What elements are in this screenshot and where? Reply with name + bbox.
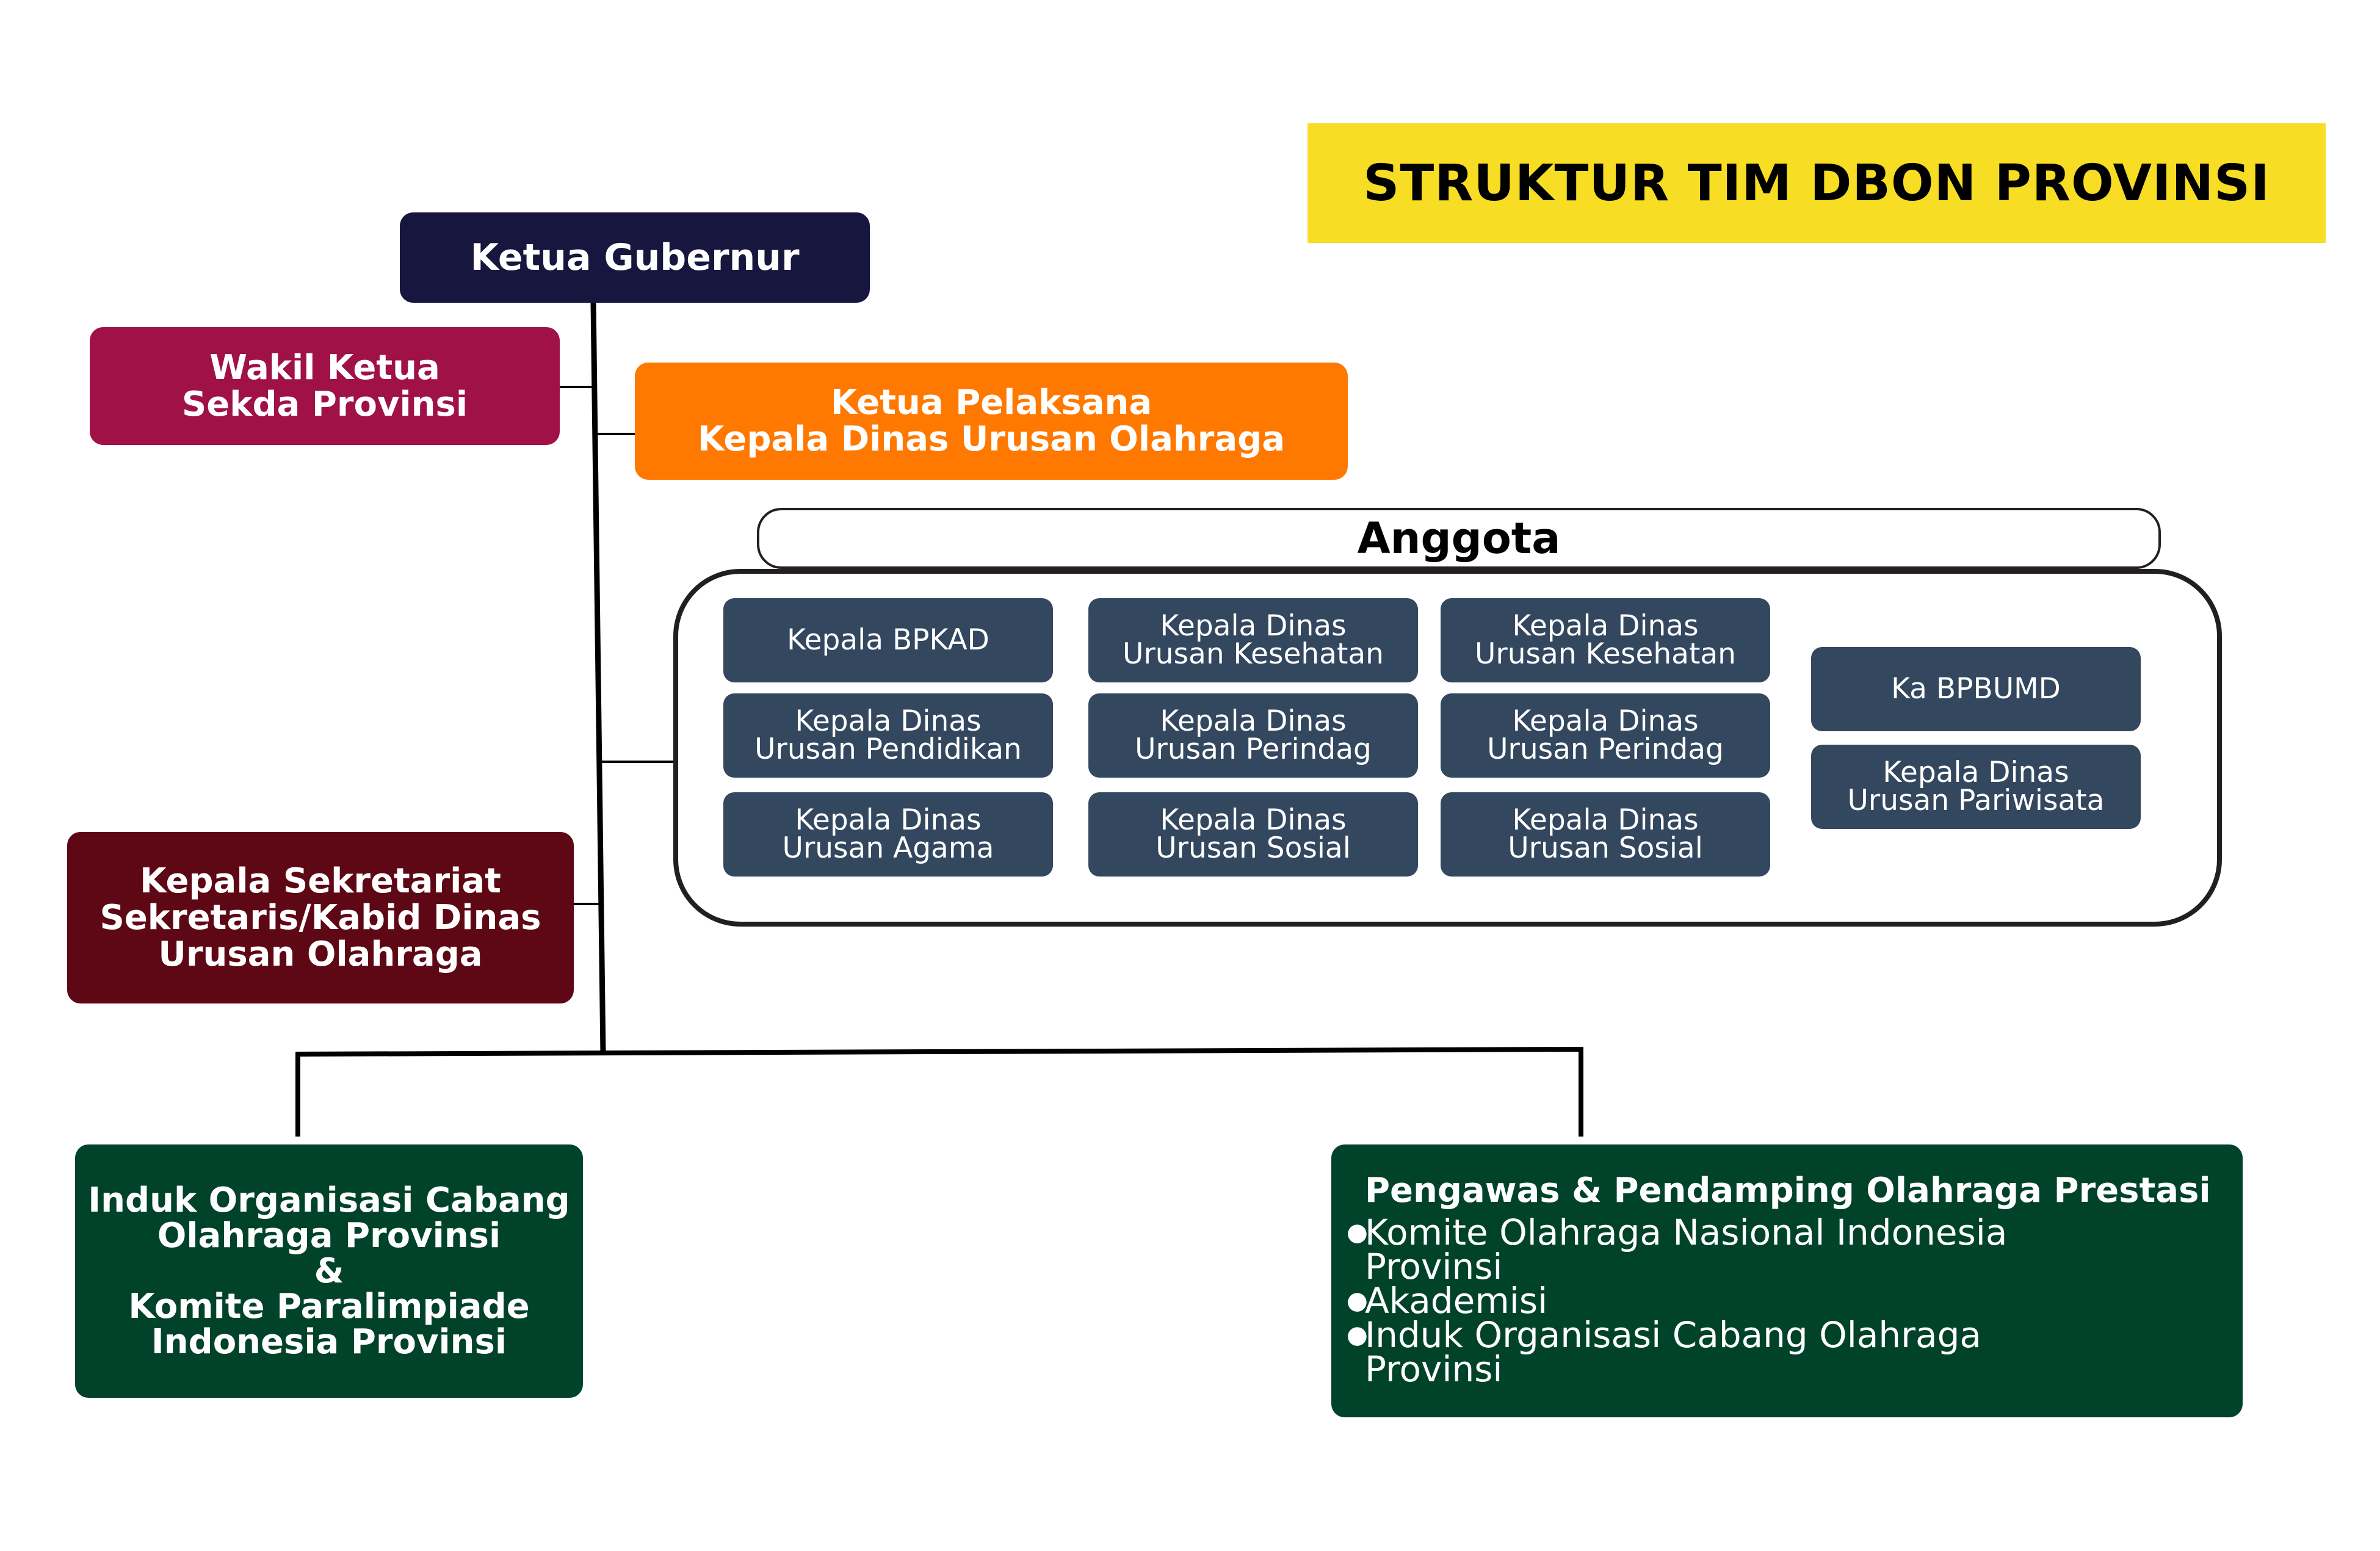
induk-line-5: Indonesia Provinsi	[151, 1321, 507, 1362]
wakil-line-2: Sekda Provinsi	[181, 384, 468, 424]
member-line-2: Urusan Kesehatan	[1123, 637, 1384, 671]
page-title: STRUKTUR TIM DBON PROVINSI	[1363, 154, 2270, 212]
member-line-2: Urusan Agama	[782, 831, 994, 865]
member-box: Kepala Dinas Urusan Perindag	[1088, 693, 1418, 778]
member-line-2: Urusan Sosial	[1156, 831, 1351, 865]
pelaksana-line-2: Kepala Dinas Urusan Olahraga	[697, 419, 1286, 459]
sekretariat-line-2: Sekretaris/Kabid Dinas	[99, 897, 541, 938]
pengawas-heading: Pengawas & Pendamping Olahraga Prestasi	[1365, 1171, 2211, 1210]
member-line-1: Kepala Dinas	[1160, 704, 1347, 738]
sekretariat-line-1: Kepala Sekretariat	[140, 861, 501, 901]
member-box: Kepala Dinas Urusan Pariwisata	[1811, 745, 2141, 829]
member-line-1: Ka BPBUMD	[1891, 672, 2061, 706]
member-box: Ka BPBUMD	[1811, 647, 2141, 731]
pengawas-box: Pengawas & Pendamping Olahraga Prestasi …	[1331, 1144, 2243, 1417]
bullet-icon: ●	[1347, 1321, 1368, 1349]
induk-line-1: Induk Organisasi Cabang	[88, 1180, 570, 1220]
title-banner: STRUKTUR TIM DBON PROVINSI	[1308, 123, 2326, 243]
member-line-2: Urusan Pendidikan	[754, 732, 1022, 766]
member-box: Kepala BPKAD	[723, 598, 1053, 682]
member-line-1: Kepala Dinas	[1512, 803, 1699, 837]
member-box: Kepala Dinas Urusan Agama	[723, 792, 1053, 877]
sekretariat-line-3: Urusan Olahraga	[158, 934, 483, 974]
main-trunk-line	[590, 302, 606, 1054]
member-line-1: Kepala Dinas	[1512, 704, 1699, 738]
member-line-1: Kepala BPKAD	[787, 623, 989, 657]
member-line-2: Urusan Perindag	[1135, 732, 1372, 766]
member-line-1: Kepala Dinas	[1883, 756, 2069, 789]
induk-line-4: Komite Paralimpiade	[128, 1286, 530, 1326]
ketua-gubernur-box: Ketua Gubernur	[400, 212, 870, 303]
wakil-line-1: Wakil Ketua	[209, 347, 440, 388]
bullet-icon: ●	[1347, 1218, 1368, 1246]
member-box: Kepala Dinas Urusan Kesehatan	[1441, 598, 1770, 682]
member-line-2: Urusan Sosial	[1508, 831, 1703, 865]
pengawas-list-item: ● Akademisi	[1347, 1280, 2211, 1321]
member-line-1: Kepala Dinas	[795, 704, 982, 738]
member-box: Kepala Dinas Urusan Perindag	[1441, 693, 1770, 778]
anggota-header: Anggota	[757, 508, 2161, 569]
member-line-2: Urusan Perindag	[1487, 732, 1724, 766]
member-box: Kepala Dinas Urusan Kesehatan	[1088, 598, 1418, 682]
member-line-1: Kepala Dinas	[795, 803, 982, 837]
member-line-2: Urusan Pariwisata	[1847, 784, 2105, 817]
pengawas-item-text: Akademisi	[1365, 1280, 1548, 1321]
member-box: Kepala Dinas Urusan Sosial	[1441, 792, 1770, 877]
ketua-label: Ketua Gubernur	[470, 236, 800, 279]
kepala-sekretariat-box: Kepala Sekretariat Sekretaris/Kabid Dina…	[67, 832, 574, 1003]
pengawas-list-item: ● Induk Organisasi Cabang Olahraga Provi…	[1347, 1314, 2211, 1390]
member-line-1: Kepala Dinas	[1160, 803, 1347, 837]
pengawas-list: ● Komite Olahraga Nasional Indonesia Pro…	[1347, 1215, 2211, 1390]
anggota-header-label: Anggota	[1357, 513, 1561, 563]
pengawas-item-text: Induk Organisasi Cabang Olahraga Provins…	[1365, 1314, 1981, 1390]
pengawas-list-item: ● Komite Olahraga Nasional Indonesia Pro…	[1347, 1215, 2211, 1284]
bullet-icon: ●	[1347, 1287, 1368, 1315]
ketua-pelaksana-box: Ketua Pelaksana Kepala Dinas Urusan Olah…	[635, 363, 1348, 480]
induk-line-3: &	[314, 1251, 344, 1291]
pelaksana-line-1: Ketua Pelaksana	[830, 383, 1152, 422]
member-box: Kepala Dinas Urusan Sosial	[1088, 792, 1418, 877]
member-box: Kepala Dinas Urusan Pendidikan	[723, 693, 1053, 778]
member-line-1: Kepala Dinas	[1160, 609, 1347, 643]
induk-line-2: Olahraga Provinsi	[157, 1215, 501, 1256]
member-line-1: Kepala Dinas	[1512, 609, 1699, 643]
wakil-ketua-box: Wakil Ketua Sekda Provinsi	[90, 327, 560, 445]
bottom-branch-line	[295, 1046, 1583, 1137]
pengawas-item-text: Komite Olahraga Nasional Indonesia Provi…	[1365, 1212, 2008, 1287]
induk-organisasi-box: Induk Organisasi Cabang Olahraga Provins…	[75, 1144, 583, 1398]
member-line-2: Urusan Kesehatan	[1475, 637, 1736, 671]
